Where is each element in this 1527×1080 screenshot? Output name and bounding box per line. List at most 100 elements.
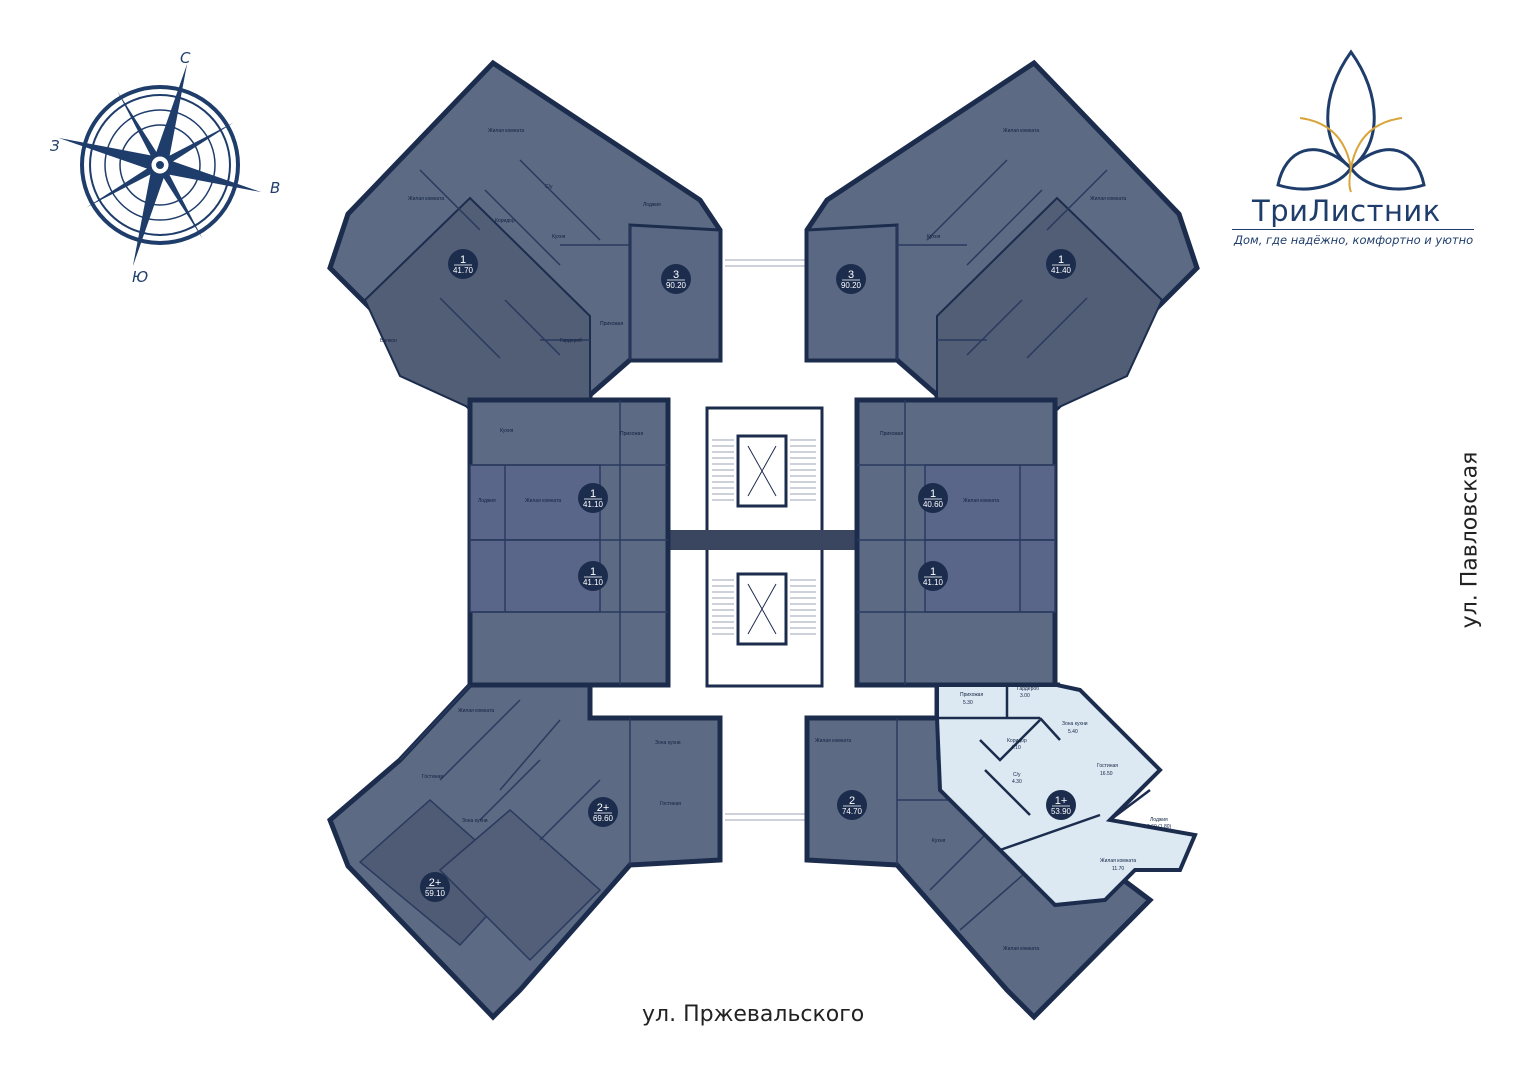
apartment-badge-circle (578, 483, 608, 513)
room-label: Лоджия (478, 498, 496, 504)
apartment-area: 59.10 (425, 889, 446, 898)
room-label: Лоджия (643, 202, 661, 208)
apartment-badge[interactable]: 141.70 (448, 249, 478, 279)
hl-room-wardrobe: Гардероб (1017, 686, 1039, 692)
hl-room-lounge: Гостиная (1097, 763, 1118, 769)
hl-room-kitchen-zone: Зона кухни (1062, 721, 1088, 727)
block-west (467, 397, 671, 688)
room-label: Гостиная (660, 801, 681, 807)
apartment-badge-circle (1046, 249, 1076, 279)
hl-room-corridor-area: 4.10 (1011, 745, 1021, 751)
apartment-area: 53.90 (1051, 807, 1072, 816)
room-label: Кухня (500, 428, 514, 434)
room-label: Гостиная (422, 774, 443, 780)
hl-room-living-area: 11.70 (1112, 866, 1124, 872)
room-label: Кухня (932, 838, 946, 844)
brand-name: ТриЛистник (1252, 194, 1441, 228)
apartment-badge-circle (448, 249, 478, 279)
hl-room-bath: С/у (1013, 772, 1021, 778)
apartment-badge-circle (1046, 790, 1076, 820)
hl-room-wardrobe-area: 3.00 (1020, 693, 1030, 699)
apartment-rooms: 3 (673, 269, 679, 281)
apartment-badge[interactable]: 141.10 (578, 483, 608, 513)
apartment-badge-circle (837, 790, 867, 820)
apartment-badge[interactable]: 2+59.10 (420, 872, 450, 902)
apartment-area: 74.70 (842, 807, 863, 816)
apartment-badge-circle (420, 872, 450, 902)
wing-nw (327, 59, 723, 411)
room-label: Кухня (927, 234, 941, 240)
compass-west: З (50, 137, 60, 155)
room-labels: Жилая комната Жилая комната Кухня С/у Пр… (380, 128, 1126, 952)
room-label: Коридор (495, 218, 515, 224)
hl-room-kitchen-zone-area: 5.40 (1068, 729, 1078, 735)
street-label-bottom: ул. Пржевальского (642, 1002, 865, 1027)
apartment-rooms: 1 (930, 566, 936, 578)
room-label: Жилая комната (525, 498, 561, 504)
brand-tagline: Дом, где надёжно, комфортно и уютно (1234, 233, 1474, 247)
hl-room-hall-area: 5.30 (963, 700, 973, 706)
hl-room-bath-area: 4.30 (1012, 779, 1022, 785)
apartment-area: 90.20 (666, 281, 687, 290)
apartment-rooms: 1 (930, 488, 936, 500)
hl-room-loggia-area: 3.60 (1.80) (1147, 824, 1172, 830)
apartment-badge[interactable]: 141.40 (1046, 249, 1076, 279)
apartment-badge[interactable]: 390.20 (836, 264, 866, 294)
compass-east: В (270, 179, 280, 197)
room-label: Жилая комната (458, 708, 494, 714)
apartment-badge-circle (836, 264, 866, 294)
room-label: Прихожая (620, 431, 643, 437)
hl-room-loggia: Лоджия (1150, 817, 1168, 823)
room-label: Жилая комната (1003, 946, 1039, 952)
apartment-area: 41.40 (1051, 266, 1072, 275)
wing-ne (804, 59, 1200, 411)
apartment-rooms: 1 (590, 566, 596, 578)
apartment-badge-circle (588, 797, 618, 827)
room-label: Зона кухни (462, 818, 488, 824)
apartment-area: 41.10 (583, 578, 604, 587)
apartment-area: 40.60 (923, 500, 944, 509)
room-label: Прихожая (600, 321, 623, 327)
apartment-badge[interactable]: 141.10 (918, 561, 948, 591)
brand-logo (1276, 49, 1426, 193)
room-label: Прихожая (880, 431, 903, 437)
apartment-rooms: 1 (1058, 254, 1064, 266)
watermark: Домклик (56, 980, 202, 1013)
apartment-badge-circle (918, 561, 948, 591)
apartment-rooms: 1 (590, 488, 596, 500)
room-label: Гардероб (560, 338, 582, 344)
apartment-area: 41.70 (453, 266, 474, 275)
hl-room-lounge-area: 16.50 (1100, 771, 1113, 777)
room-label: Жилая комната (488, 128, 524, 134)
room-label: Жилая комната (815, 738, 851, 744)
apartment-badge[interactable]: 1+53.90 (1046, 790, 1076, 820)
apartment-rooms: 2+ (429, 877, 442, 889)
apartment-badge-circle (578, 561, 608, 591)
apartment-area: 41.10 (923, 578, 944, 587)
street-label-right: ул. Павловская (1457, 451, 1483, 629)
apartment-badge[interactable]: 140.60 (918, 483, 948, 513)
compass-rose: С Ю З В (50, 49, 280, 286)
apartment-badge[interactable]: 390.20 (661, 264, 691, 294)
apartment-area: 90.20 (841, 281, 862, 290)
apartment-rooms: 1 (460, 254, 466, 266)
apartment-rooms: 2 (849, 795, 855, 807)
room-label: Жилая комната (963, 498, 999, 504)
hl-room-corridor: Коридор (1007, 738, 1027, 744)
apartment-badge-circle (661, 264, 691, 294)
compass-north: С (180, 49, 191, 67)
apartment-badge[interactable]: 274.70 (837, 790, 867, 820)
apartment-badge[interactable]: 2+69.60 (588, 797, 618, 827)
apartment-badge-circle (918, 483, 948, 513)
apartment-rooms: 1+ (1055, 795, 1068, 807)
room-label: Кухня (552, 234, 566, 240)
apartment-badge[interactable]: 141.10 (578, 561, 608, 591)
room-label: Зона кухни (655, 740, 681, 746)
room-label: Жилая комната (1090, 196, 1126, 202)
room-label: Жилая комната (1003, 128, 1039, 134)
room-label: С/у (545, 184, 553, 190)
wing-sw (327, 682, 723, 1021)
hl-room-living: Жилая комната (1100, 858, 1136, 864)
room-label: Балкон (380, 338, 397, 344)
